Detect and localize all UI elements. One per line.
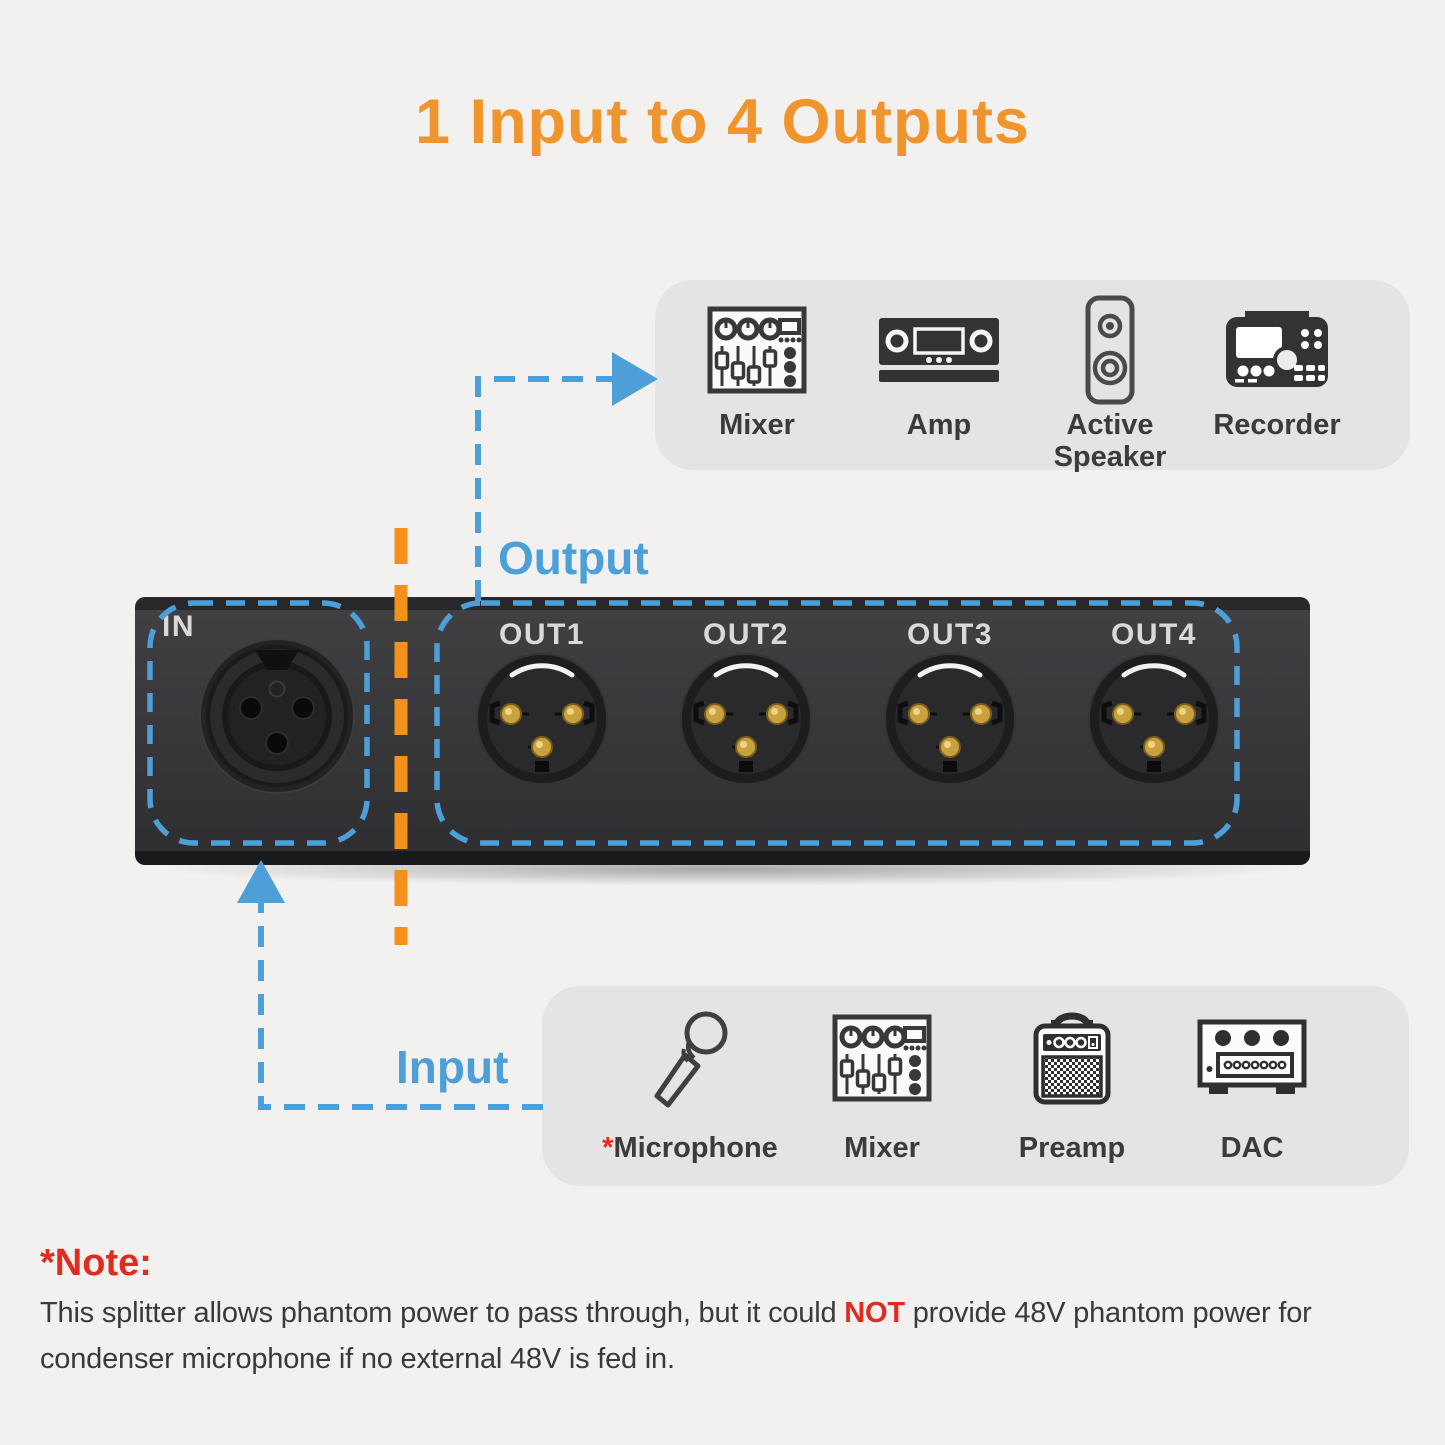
input-device-label: DAC — [1220, 1132, 1284, 1164]
input-device-label: Preamp — [1018, 1132, 1126, 1164]
required-asterisk: * — [602, 1132, 614, 1164]
input-device-mixer: Mixer — [792, 986, 972, 1186]
mixer-icon — [832, 1014, 932, 1102]
output-device-label: Active Speaker — [1053, 409, 1167, 474]
xlr-female-input-port — [199, 638, 355, 794]
preamp-icon — [1033, 1012, 1111, 1105]
input-device-label: *Microphone — [602, 1132, 778, 1164]
output-device-recorder: Recorder — [1192, 280, 1362, 470]
active-speaker-icon — [1085, 295, 1135, 405]
note-text: provide 48V phantom power for condenser … — [40, 1297, 1312, 1375]
output-device-mixer: Mixer — [672, 280, 842, 470]
xlr-male-output-port-3 — [884, 653, 1016, 785]
dac-icon — [1197, 1019, 1307, 1094]
output-device-amp: Amp — [854, 280, 1024, 470]
note-body: This splitter allows phantom power to pa… — [40, 1290, 1430, 1382]
recorder-icon — [1226, 311, 1328, 387]
page-title: 1 Input to 4 Outputs — [415, 87, 1030, 157]
device-bottom-edge — [135, 851, 1310, 865]
splitter-device: IN OUT1 OUT2 OUT3 OUT4 — [135, 597, 1310, 865]
output-device-active-speaker: Active Speaker — [1025, 280, 1195, 473]
output-device-label: Amp — [906, 409, 972, 441]
mixer-icon — [707, 306, 807, 394]
input-device-preamp: Preamp — [982, 986, 1162, 1186]
note-heading: *Note: — [40, 1242, 152, 1284]
output-devices-panel: Mixer Amp — [655, 280, 1410, 473]
input-device-microphone: *Microphone — [600, 986, 780, 1186]
input-device-label: Mixer — [844, 1132, 920, 1164]
xlr-male-output-port-4 — [1088, 653, 1220, 785]
xlr-male-output-port-1 — [476, 653, 608, 785]
xlr-male-output-port-2 — [680, 653, 812, 785]
output-device-label: Recorder — [1213, 409, 1341, 441]
note-highlight: NOT — [844, 1297, 905, 1329]
input-device-dac: DAC — [1162, 986, 1342, 1186]
input-devices-panel: *Microphone — [542, 986, 1409, 1186]
amp-icon — [879, 318, 999, 382]
note-text: This splitter allows phantom power to pa… — [40, 1297, 845, 1329]
output-device-label: Mixer — [719, 409, 795, 441]
output-flow-label: Output — [498, 532, 649, 584]
input-port-label: IN — [162, 610, 195, 643]
device-top-edge — [135, 597, 1310, 610]
input-flow-label: Input — [396, 1041, 509, 1093]
microphone-icon — [654, 1011, 728, 1108]
